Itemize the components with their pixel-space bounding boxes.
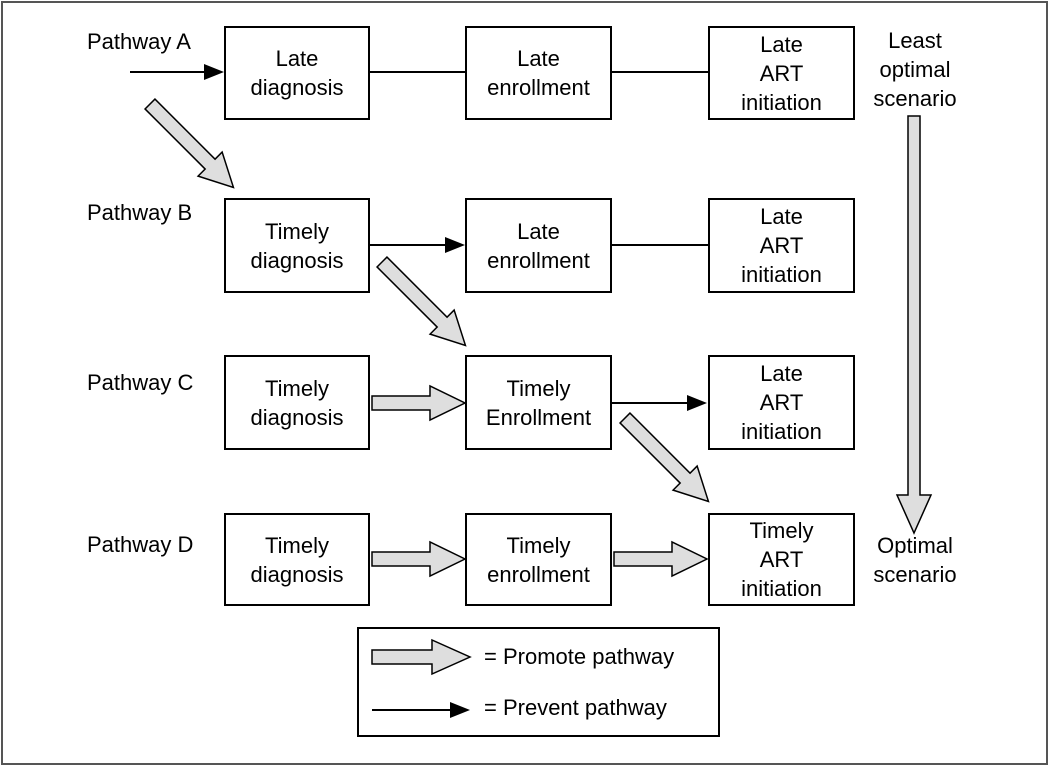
optimal-scenario-label: Optimal scenario: [873, 533, 957, 587]
step-box-b-enrollment: Late enrollment: [465, 198, 612, 293]
step-box-a-enrollment: Late enrollment: [465, 26, 612, 120]
pathway-label-a: Pathway A: [87, 29, 191, 54]
legend-promote-label: = Promote pathway: [484, 644, 675, 669]
prevent-arrowhead-c2-c3: [687, 395, 707, 411]
promote-arrow-c1-c2: [371, 384, 467, 422]
step-box-b-art-initiation: Late ART initiation: [708, 198, 855, 293]
step-box-d-art-initiation: Timely ART initiation: [708, 513, 855, 606]
legend-prevent-arrowhead: [450, 702, 470, 718]
entry-prevent-arrowhead: [204, 64, 224, 80]
legend-promote-arrow: [371, 638, 472, 676]
promote-arrow-d2-d3: [613, 540, 709, 578]
step-box-a-art-initiation: Late ART initiation: [708, 26, 855, 120]
step-box-d-enrollment: Timely enrollment: [465, 513, 612, 606]
step-box-c-enrollment: Timely Enrollment: [465, 355, 612, 450]
legend-box: [357, 627, 720, 737]
promote-arrow-a-to-b: [143, 97, 235, 189]
promote-arrow-b1-to-c2: [375, 255, 467, 347]
step-box-b-diagnosis: Timely diagnosis: [224, 198, 370, 293]
pathway-label-b: Pathway B: [87, 200, 193, 225]
legend-prevent-label: = Prevent pathway: [484, 695, 667, 720]
step-box-a-diagnosis: Late diagnosis: [224, 26, 370, 120]
scenario-promote-arrow: [895, 115, 933, 535]
step-box-c-art-initiation: Late ART initiation: [708, 355, 855, 450]
step-box-c-diagnosis: Timely diagnosis: [224, 355, 370, 450]
promote-arrow-d1-d2: [371, 540, 467, 578]
promote-arrow-c2-to-d3: [618, 411, 710, 503]
step-box-d-diagnosis: Timely diagnosis: [224, 513, 370, 606]
prevent-arrowhead-b1-b2: [445, 237, 465, 253]
least-optimal-scenario-label: Least optimal scenario: [873, 28, 957, 111]
pathway-label-d: Pathway D: [87, 532, 194, 557]
pathway-label-c: Pathway C: [87, 370, 194, 395]
